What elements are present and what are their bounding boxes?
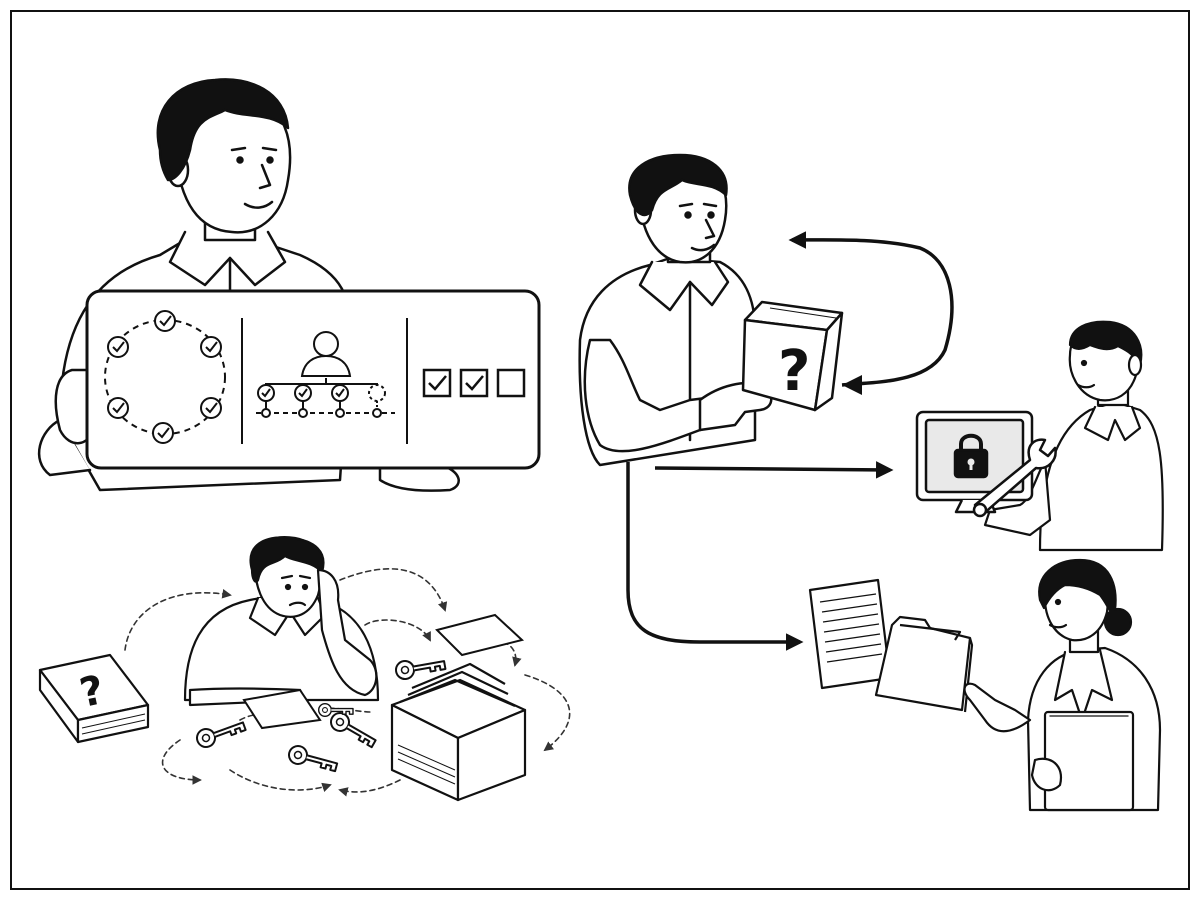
floating-paper	[435, 613, 525, 657]
key-icon	[285, 742, 340, 776]
file-box-stack	[390, 662, 527, 802]
checkbox-2	[459, 368, 489, 398]
check-node	[200, 397, 222, 419]
check-node	[331, 384, 349, 402]
process-panel	[85, 289, 541, 470]
question-book-small: ?	[38, 653, 150, 744]
key-icon	[193, 714, 248, 751]
question-mark-icon: ?	[778, 339, 810, 404]
checkbox-row	[422, 368, 526, 398]
checkbox-1	[422, 368, 452, 398]
computer-monitor	[915, 410, 1034, 514]
check-node	[257, 384, 275, 402]
arrow-to-it-support	[654, 461, 894, 479]
person-icon	[313, 331, 339, 357]
loop-arrow-head-lower	[842, 375, 862, 395]
question-book-large: ?	[741, 300, 844, 412]
padlock-icon	[953, 433, 989, 479]
lined-document	[808, 578, 892, 690]
paper-sheet-desk	[242, 688, 322, 730]
arrow-to-documents	[626, 462, 804, 651]
book-holder-hair	[628, 153, 728, 217]
it-support-hair	[1068, 320, 1143, 367]
loop-arrow	[788, 231, 954, 387]
pending-node	[368, 384, 386, 402]
worker-hair	[249, 536, 325, 583]
org-chart-diagram	[256, 331, 395, 418]
check-node	[107, 397, 129, 419]
check-node	[294, 384, 312, 402]
check-node	[154, 310, 176, 332]
presenter-hair	[156, 78, 290, 182]
confused-worker	[124, 536, 571, 797]
documents-receiver-woman	[963, 558, 1162, 812]
it-support-man	[983, 320, 1164, 552]
hair-bun	[1103, 607, 1133, 637]
binder	[1043, 710, 1135, 812]
key-icon	[326, 708, 381, 751]
check-node	[152, 422, 174, 444]
check-node	[107, 336, 129, 358]
check-node	[200, 336, 222, 358]
image-frame	[10, 10, 1190, 890]
folder-icon	[874, 615, 974, 713]
book-holder-man	[578, 153, 773, 467]
checkbox-3	[496, 368, 526, 398]
check-circle-diagram	[104, 310, 226, 444]
wrench-icon	[972, 438, 1057, 518]
dashed-arrows	[124, 568, 571, 797]
